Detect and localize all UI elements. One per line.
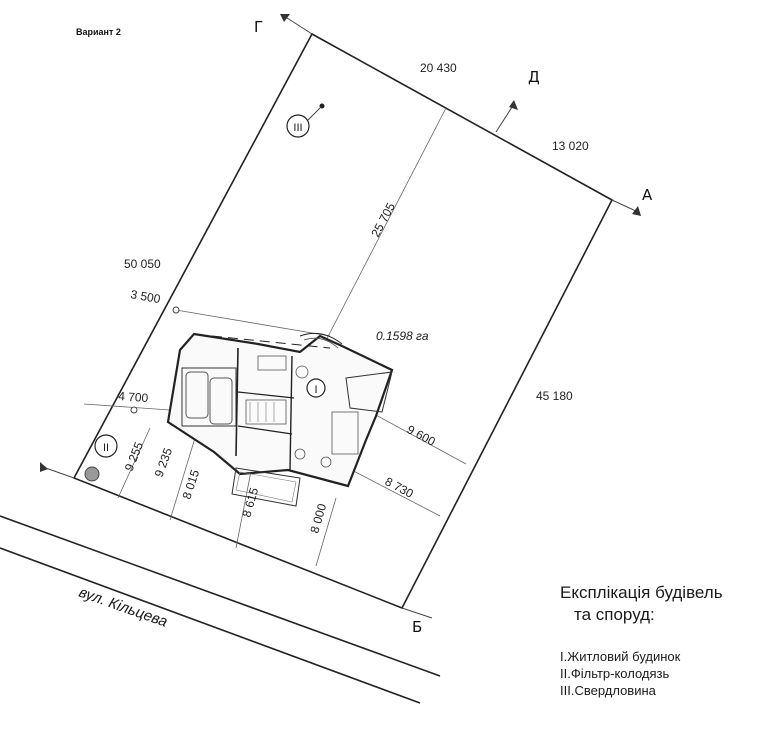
dim-house-right-1: 9 600 [405, 422, 438, 449]
house-right-line-2 [343, 465, 441, 517]
dim-front-1: 9 255 [122, 440, 146, 473]
front-dim-line-4 [315, 497, 337, 567]
dim-front-4: 8 615 [239, 486, 261, 519]
ext-line-g [283, 15, 313, 35]
dim-house-right-2: 8 730 [383, 474, 416, 501]
dim-top-right: 13 020 [552, 139, 589, 153]
variant-label: Вариант 2 [76, 27, 121, 37]
ext-line-d [495, 103, 515, 133]
diagonal-dim-line [319, 107, 447, 353]
borehole-leader [307, 107, 321, 121]
dim-left-side: 50 050 [124, 257, 161, 271]
filter-well-circle [94, 434, 118, 458]
ext-line-a [611, 199, 639, 213]
dim-top-left: 20 430 [420, 61, 457, 75]
corner-a: А [642, 186, 653, 204]
dim-offset-top: 3 500 [129, 287, 161, 306]
arrow-left [40, 462, 48, 472]
legend-items: I.Житловий будинок II.Фільтр-колодязь II… [560, 648, 723, 699]
front-dim-line-2 [169, 427, 199, 521]
filter-well-marker: II [103, 442, 109, 454]
arrow-d [509, 100, 518, 110]
corner-g: Г [254, 18, 263, 36]
ext-line-b [401, 607, 433, 619]
corner-b: Б [412, 618, 422, 636]
dim-right-side: 45 180 [536, 389, 573, 403]
offset-top-marker [172, 306, 180, 314]
house-footprint: I [166, 332, 394, 507]
legend-item: II.Фільтр-колодязь [560, 666, 670, 681]
legend-item: III.Свердловина [560, 683, 656, 698]
plot-area: 0.1598 га [376, 329, 429, 343]
legend-title-line2: та споруд: [574, 605, 655, 624]
borehole-marker: III [293, 122, 302, 134]
legend-item: I.Житловий будинок [560, 649, 681, 664]
offset-left-marker [130, 406, 138, 414]
arrow-g [280, 14, 290, 22]
borehole-point [319, 103, 325, 109]
street-line-upper [0, 515, 441, 677]
front-dim-line-3 [235, 465, 253, 549]
offset-left-line [83, 403, 171, 411]
borehole-circle [286, 114, 310, 138]
dim-diagonal: 25 705 [368, 200, 398, 239]
dim-front-2: 9 235 [152, 446, 176, 479]
offset-top-line [175, 309, 331, 337]
house-marker: I [314, 384, 317, 396]
legend-title-line1: Експлікація будівель [560, 583, 723, 602]
dim-front-3: 8 015 [180, 468, 203, 501]
legend: Експлікація будівель та споруд: I.Житлов… [560, 582, 723, 699]
front-dim-line-1 [117, 427, 151, 499]
dim-front-5: 8 000 [307, 502, 329, 535]
filter-well-symbol [84, 466, 100, 482]
arrow-a [632, 206, 641, 216]
house-right-line-1 [373, 413, 467, 465]
street-name: вул. Кільцева [77, 584, 170, 631]
corner-d: Д [528, 68, 540, 86]
street-line-lower [0, 547, 421, 704]
dim-offset-left: 4 700 [118, 389, 149, 405]
plot-boundary [72, 32, 614, 610]
